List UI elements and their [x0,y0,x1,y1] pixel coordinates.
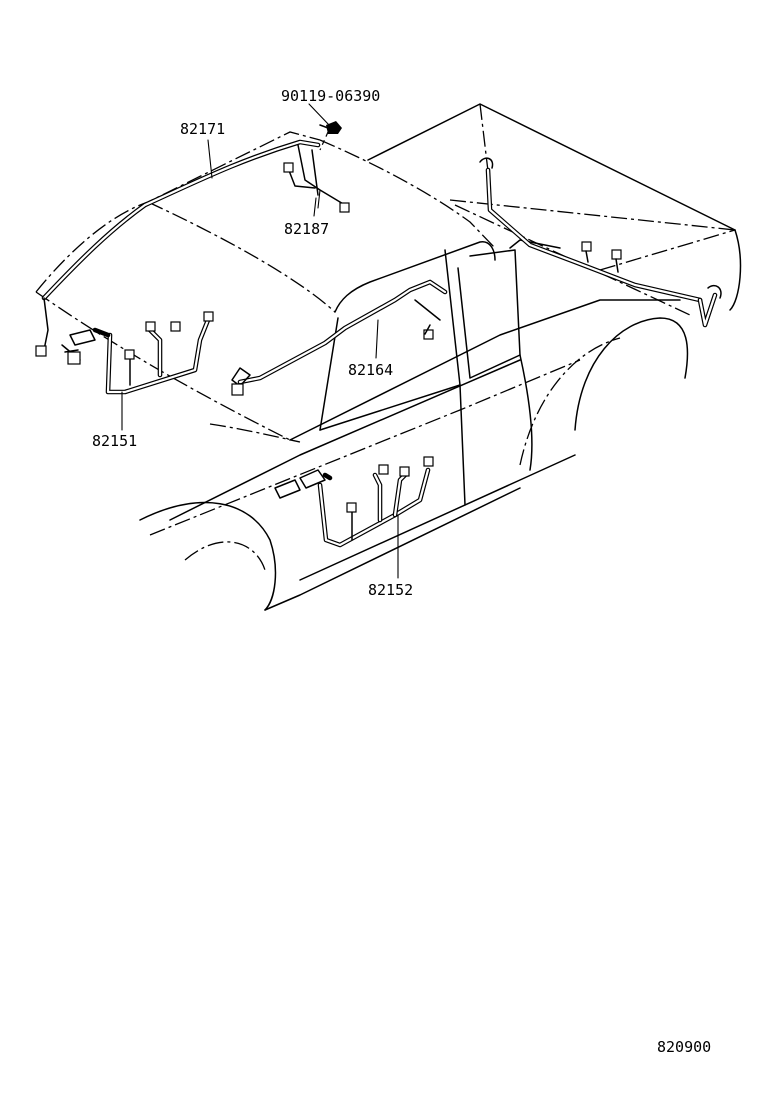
figure-number: 820900 [657,1038,711,1056]
roof-harness-82171 [35,139,321,357]
label-bolt-90119-06390: 90119-06390 [281,87,380,105]
label-roof-harness-82171: 82171 [180,120,225,138]
door-harness-82164 [231,279,448,396]
label-roof-sub-harness-82187: 82187 [284,220,329,238]
roof-sub-harness-82187 [283,144,350,213]
front-harness-82151 [61,311,214,395]
leader-lines [121,103,399,579]
label-door-harness-82164: 82164 [348,361,393,379]
label-rear-harness-82152: 82152 [368,581,413,599]
bed-harness [479,157,722,328]
label-front-harness-82151: 82151 [92,432,137,450]
bolt-90119-06390 [319,121,342,151]
rear-harness-82152 [274,456,434,548]
vehicle-body-outline [35,103,742,611]
